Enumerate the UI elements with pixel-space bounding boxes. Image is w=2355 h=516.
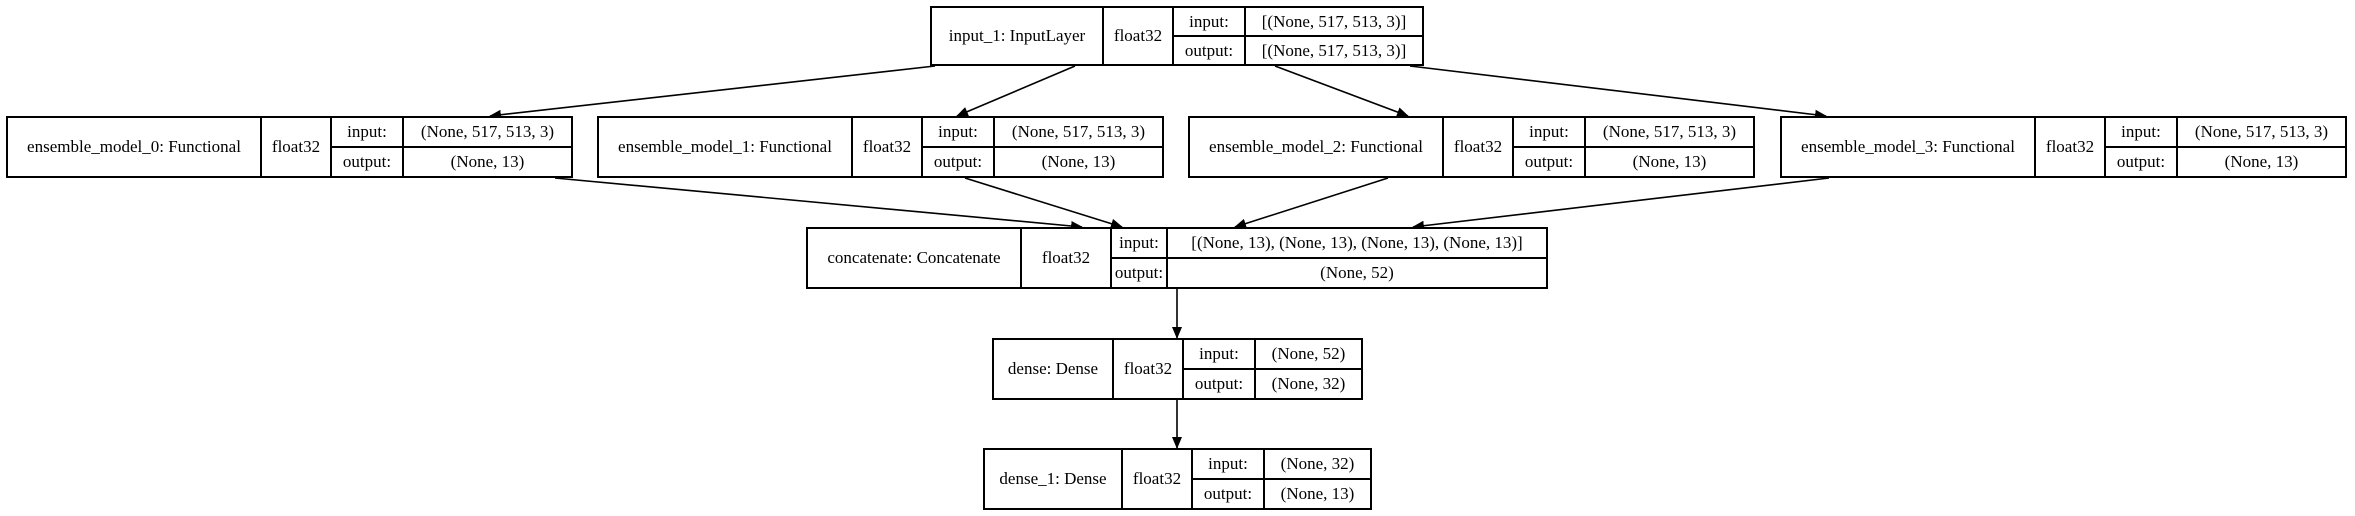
layer-dtype: float32 [853, 118, 923, 176]
output-shape: (None, 13) [2224, 152, 2299, 171]
layer-node-dense: dense: Dense float32 input: (None, 52) o… [992, 338, 1363, 400]
input-shape: (None, 32) [1280, 454, 1355, 473]
layer-dtype: float32 [1123, 450, 1193, 508]
layer-io-table: input: (None, 52) output: (None, 32) [1184, 340, 1361, 398]
layer-node-ensemble-model-1: ensemble_model_1: Functional float32 inp… [597, 116, 1164, 178]
output-label: output: [1193, 480, 1265, 508]
output-shape: (None, 13) [1041, 152, 1116, 171]
input-label: input: [1112, 229, 1168, 257]
input-row: input: [(None, 13), (None, 13), (None, 1… [1112, 229, 1546, 257]
layer-node-ensemble-model-0: ensemble_model_0: Functional float32 inp… [6, 116, 573, 178]
edge-input-1-to-ensemble-model-0 [489, 65, 936, 120]
output-label: output: [2106, 148, 2178, 176]
output-shape: (None, 32) [1271, 374, 1346, 393]
layer-node-ensemble-model-3: ensemble_model_3: Functional float32 inp… [1780, 116, 2347, 178]
output-shape: [(None, 517, 513, 3)] [1261, 40, 1407, 60]
edge-ensemble-model-3-to-concatenate [1412, 177, 1830, 231]
layer-node-input-1: input_1: InputLayer float32 input: [(Non… [930, 6, 1424, 66]
input-label: input: [1514, 118, 1586, 146]
layer-io-table: input: (None, 517, 513, 3) output: (None… [1514, 118, 1753, 176]
edge-ensemble-model-1-to-concatenate [964, 177, 1123, 229]
output-row: output: (None, 13) [332, 146, 571, 176]
input-label: input: [332, 118, 404, 146]
input-label: input: [1174, 8, 1246, 35]
layer-name: input_1: InputLayer [932, 8, 1104, 64]
input-row: input: (None, 52) [1184, 340, 1361, 368]
output-label: output: [1112, 259, 1168, 287]
output-row: output: (None, 13) [923, 146, 1162, 176]
layer-name: dense_1: Dense [985, 450, 1123, 508]
layer-name: dense: Dense [994, 340, 1114, 398]
output-row: output: (None, 13) [2106, 146, 2345, 176]
layer-io-table: input: (None, 517, 513, 3) output: (None… [2106, 118, 2345, 176]
output-row: output: (None, 32) [1184, 368, 1361, 398]
input-shape: [(None, 517, 513, 3)] [1261, 11, 1407, 31]
input-row: input: (None, 517, 513, 3) [923, 118, 1162, 146]
output-label: output: [332, 148, 404, 176]
layer-dtype: float32 [2036, 118, 2106, 176]
edge-input-1-to-ensemble-model-2 [1274, 65, 1409, 117]
input-shape: (None, 517, 513, 3) [2194, 122, 2329, 141]
output-row: output: [(None, 517, 513, 3)] [1174, 35, 1422, 64]
input-row: input: (None, 32) [1193, 450, 1370, 478]
input-row: input: (None, 517, 513, 3) [332, 118, 571, 146]
layer-io-table: input: (None, 32) output: (None, 13) [1193, 450, 1370, 508]
input-row: input: (None, 517, 513, 3) [1514, 118, 1753, 146]
layer-dtype: float32 [1022, 229, 1112, 287]
input-label: input: [1193, 450, 1265, 478]
edge-ensemble-model-0-to-concatenate [554, 177, 1083, 231]
layer-dtype: float32 [262, 118, 332, 176]
layer-dtype: float32 [1104, 8, 1174, 64]
input-shape: (None, 517, 513, 3) [420, 122, 555, 141]
input-shape: (None, 517, 513, 3) [1602, 122, 1737, 141]
layer-name: ensemble_model_1: Functional [599, 118, 853, 176]
layer-io-table: input: (None, 517, 513, 3) output: (None… [923, 118, 1162, 176]
layer-io-table: input: (None, 517, 513, 3) output: (None… [332, 118, 571, 176]
output-shape: (None, 13) [1280, 484, 1355, 503]
layer-io-table: input: [(None, 517, 513, 3)] output: [(N… [1174, 8, 1422, 64]
edge-ensemble-model-2-to-concatenate [1234, 177, 1389, 229]
layer-node-concatenate: concatenate: Concatenate float32 input: … [806, 227, 1548, 289]
output-row: output: (None, 13) [1193, 478, 1370, 508]
edge-input-1-to-ensemble-model-3 [1409, 65, 1827, 120]
layer-dtype: float32 [1444, 118, 1514, 176]
input-label: input: [1184, 340, 1256, 368]
input-shape: (None, 52) [1271, 344, 1346, 363]
input-shape: (None, 517, 513, 3) [1011, 122, 1146, 141]
layer-node-ensemble-model-2: ensemble_model_2: Functional float32 inp… [1188, 116, 1755, 178]
output-row: output: (None, 52) [1112, 257, 1546, 287]
layer-name: ensemble_model_2: Functional [1190, 118, 1444, 176]
output-shape: (None, 13) [1632, 152, 1707, 171]
output-label: output: [1174, 37, 1246, 64]
layer-name: concatenate: Concatenate [808, 229, 1022, 287]
layer-name: ensemble_model_0: Functional [8, 118, 262, 176]
output-label: output: [1184, 370, 1256, 398]
input-shape: [(None, 13), (None, 13), (None, 13), (No… [1191, 233, 1523, 252]
layer-dtype: float32 [1114, 340, 1184, 398]
output-label: output: [923, 148, 995, 176]
output-row: output: (None, 13) [1514, 146, 1753, 176]
input-label: input: [2106, 118, 2178, 146]
input-label: input: [923, 118, 995, 146]
input-row: input: [(None, 517, 513, 3)] [1174, 8, 1422, 35]
output-label: output: [1514, 148, 1586, 176]
output-shape: (None, 13) [450, 152, 525, 171]
output-shape: (None, 52) [1320, 263, 1394, 282]
layer-node-dense-1: dense_1: Dense float32 input: (None, 32)… [983, 448, 1372, 510]
input-row: input: (None, 517, 513, 3) [2106, 118, 2345, 146]
edge-input-1-to-ensemble-model-1 [956, 65, 1076, 117]
layer-name: ensemble_model_3: Functional [1782, 118, 2036, 176]
layer-io-table: input: [(None, 13), (None, 13), (None, 1… [1112, 229, 1546, 287]
